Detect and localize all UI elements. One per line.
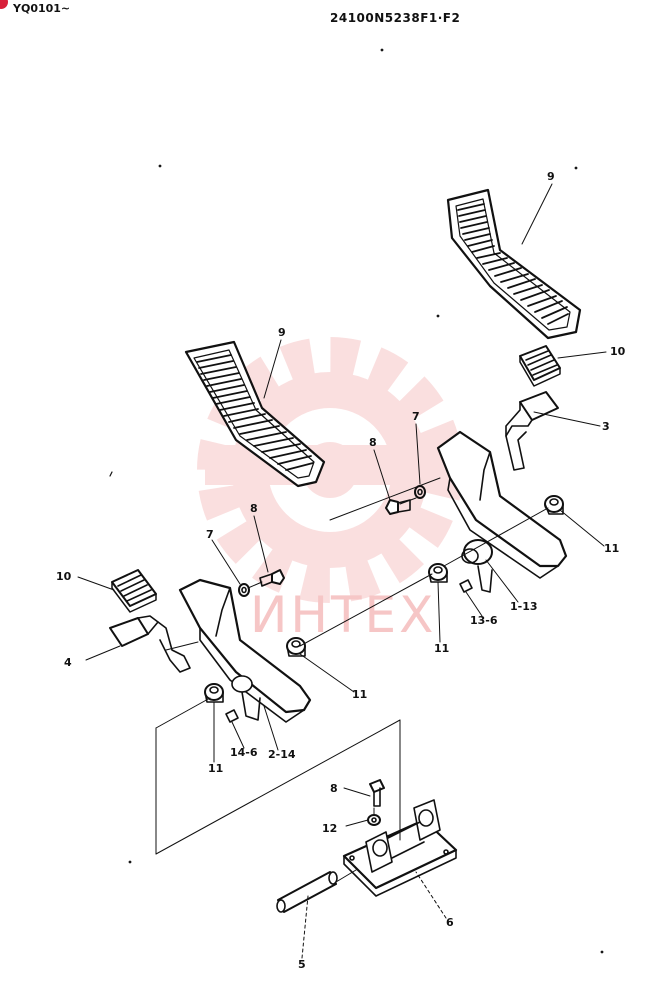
pedal-arm-right: [436, 430, 568, 593]
callout-8-right: 8: [369, 436, 377, 449]
assembly-lines: [155, 477, 549, 883]
bolt-right: [385, 499, 411, 515]
callout-10-right: 10: [610, 345, 626, 358]
pedal-pad-left: [184, 340, 326, 488]
callout-7-left: 7: [206, 528, 214, 541]
bushing-left-outer: [204, 683, 224, 703]
callout-8-lower: 8: [330, 782, 338, 795]
callout-5: 5: [298, 958, 306, 971]
watermark-text: ИНТЕХ: [250, 586, 437, 644]
bushing-right-inner: [428, 563, 448, 583]
pedal-pad-right: [446, 188, 582, 340]
page-badge: [0, 0, 8, 9]
callout-4: 4: [64, 656, 72, 669]
pivot-pin: [276, 871, 338, 913]
small-pad-left: [111, 569, 157, 613]
callout-11-left-outer: 11: [208, 762, 223, 775]
lock-nut-12: [367, 814, 381, 826]
small-pad-right: [519, 345, 561, 387]
callout-6: 6: [446, 916, 454, 929]
callout-3: 3: [602, 420, 610, 433]
washer-right: [414, 485, 426, 499]
serial-range: YQ0101~: [13, 2, 71, 15]
callout-7-right: 7: [412, 410, 420, 423]
pedal-arm-left: [178, 578, 312, 723]
callout-10-left: 10: [56, 570, 72, 583]
callout-1-13: 1-13: [510, 600, 538, 613]
bolt-lower: [369, 779, 385, 807]
grease-fitting-13-6: [459, 579, 473, 593]
bushing-right-outer: [544, 495, 564, 515]
pedal-base-bracket: [342, 799, 458, 897]
scan-specks: [109, 48, 604, 954]
callout-12: 12: [322, 822, 337, 835]
callout-9-left: 9: [278, 326, 286, 339]
callout-11-right-inner: 11: [434, 642, 449, 655]
callout-8-left: 8: [250, 502, 258, 515]
callout-11-right-outer: 11: [604, 542, 619, 555]
callout-9-right: 9: [547, 170, 555, 183]
callout-13-6: 13-6: [470, 614, 498, 627]
bushing-left-inner: [286, 637, 306, 657]
callout-labels: 9 9 10 10 7 7 8 8 8 3 11 11 11 11 1-13 1…: [56, 170, 626, 971]
callout-11-left-inner: 11: [352, 688, 367, 701]
bolt-left: [259, 569, 285, 587]
leader-lines: [77, 183, 607, 959]
callout-2-14: 2-14: [268, 748, 296, 761]
pedal-bracket-left: [109, 615, 191, 673]
pedal-bracket-right: [505, 391, 559, 471]
part-number: 24100N5238F1·F2: [330, 11, 461, 25]
washer-left: [238, 583, 250, 597]
grease-fitting-14-6: [225, 709, 239, 723]
callout-14-6: 14-6: [230, 746, 258, 759]
